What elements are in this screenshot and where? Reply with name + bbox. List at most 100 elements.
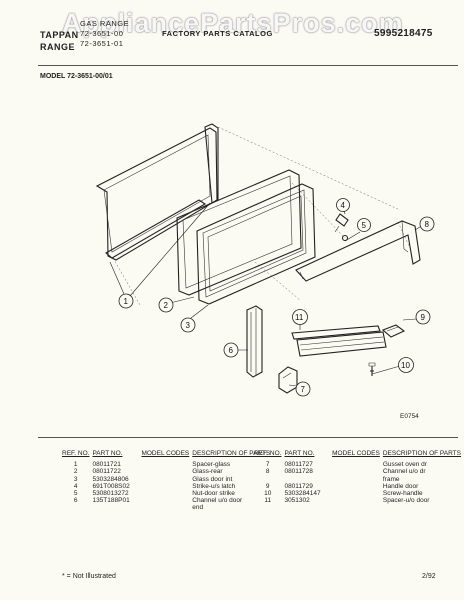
part-no: 08011722 (92, 468, 121, 476)
model-number-2: 72-3651-01 (80, 39, 124, 48)
part-no: 08011721 (92, 461, 121, 469)
svg-text:5: 5 (362, 221, 367, 230)
figure-code: E0754 (400, 413, 419, 420)
table-row: 2 08011722 Glass-rear (62, 468, 273, 475)
handle-door (381, 324, 406, 338)
ref-no: 7 (265, 461, 270, 469)
part-no: 5303284147 (284, 490, 321, 498)
col-desc-header: DESCRIPTION OF PARTS (382, 450, 461, 457)
channel-door-frame (295, 220, 421, 282)
catalog-part-number: 5995218475 (374, 28, 433, 39)
callout-7: 7 (295, 381, 311, 397)
callout-11: 11 (292, 309, 308, 325)
callout-4: 4 (336, 198, 350, 212)
ref-no: 3 (73, 475, 78, 483)
part-no: 08011729 (284, 482, 313, 490)
ref-no: 5 (73, 490, 78, 498)
col-part-header: PART NO. (92, 450, 123, 457)
channel-door-end (246, 305, 263, 378)
part-no (92, 504, 141, 511)
part-no: 08011727 (284, 461, 313, 469)
callout-1: 1 (118, 293, 134, 309)
part-description: Screw-handle (382, 490, 423, 498)
ref-no: 9 (265, 482, 270, 490)
callout-3: 3 (180, 317, 196, 333)
table-row: 4 691T008S02 Strike-u/s latch (62, 483, 273, 490)
parts-table-right: REF. NO. PART NO. MODEL CODES DESCRIPTIO… (254, 450, 464, 504)
col-model-header: MODEL CODES (332, 450, 380, 457)
exploded-parts-diagram: 1 2 3 4 5 8 11 9 10 6 7 (95, 123, 435, 397)
part-no: 5303284806 (92, 475, 129, 483)
callout-9: 9 (415, 309, 431, 325)
col-model-header: MODEL CODES (141, 450, 190, 457)
watermark: AppliancePartsPros.com (62, 8, 404, 38)
table-row: 3 5303284806 Glass door int (62, 476, 273, 483)
part-description: Channel u/o dr (382, 468, 426, 476)
spacer-u-o-door (291, 325, 387, 357)
callout-2: 2 (158, 297, 174, 313)
ref-no: 8 (265, 468, 270, 476)
gusset-oven-door (278, 366, 298, 394)
footnote: * = Not Illustrated (62, 573, 116, 580)
part-description: Glass-rear (192, 468, 223, 476)
part-description: Nut-door strike (192, 490, 235, 498)
part-no: 135T188P01 (92, 497, 130, 505)
ref-no (62, 504, 92, 511)
svg-text:1: 1 (124, 297, 129, 306)
ref-no: 10 (264, 490, 272, 498)
ref-no: 11 (264, 497, 272, 505)
svg-text:11: 11 (295, 313, 304, 322)
ref-no: 2 (73, 468, 78, 476)
table-row: frame (254, 476, 464, 483)
part-description: Strike-u/s latch (192, 482, 236, 490)
catalog-title: FACTORY PARTS CATALOG (162, 29, 273, 38)
svg-text:8: 8 (425, 220, 430, 229)
ref-no: 1 (73, 461, 78, 469)
brand-line1: TAPPAN (40, 30, 79, 40)
table-row: 6 135T188P01 Channel u/o door (62, 497, 273, 504)
strike-latch (334, 213, 349, 233)
col-ref-header: REF. NO. (254, 450, 282, 457)
part-no: 3051302 (284, 497, 310, 505)
revision-date: 2/92 (422, 573, 436, 580)
glass-rear (176, 169, 302, 296)
svg-text:4: 4 (341, 201, 346, 210)
svg-text:9: 9 (421, 313, 426, 322)
part-no: 691T008S02 (92, 482, 130, 490)
ref-no: 4 (73, 482, 78, 490)
nut-door-strike (341, 234, 349, 242)
product-type: GAS RANGE (80, 19, 130, 28)
part-description: frame (382, 475, 400, 483)
table-row: 8 08011728 Channel u/o dr (254, 468, 464, 475)
part-description: Handle door (382, 482, 419, 490)
table-row: 1 08011721 Spacer-glass (62, 461, 273, 468)
part-description: end (192, 504, 204, 512)
table-header-row: REF. NO. PART NO. MODEL CODES DESCRIPTIO… (254, 450, 464, 461)
ref-no: 6 (73, 497, 78, 505)
parts-table-left: REF. NO. PART NO. MODEL CODES DESCRIPTIO… (62, 450, 273, 512)
svg-text:2: 2 (164, 301, 169, 310)
part-no (284, 476, 332, 483)
screw-handle (368, 362, 376, 376)
ref-no (254, 476, 284, 483)
part-no: 5308013272 (92, 490, 129, 498)
part-description: Channel u/o door (192, 497, 243, 505)
col-ref-header: REF. NO. (62, 450, 90, 457)
part-no: 08011728 (284, 468, 313, 476)
callout-5: 5 (357, 218, 371, 232)
svg-text:3: 3 (186, 321, 191, 330)
table-row: end (62, 504, 273, 511)
col-part-header: PART NO. (284, 450, 315, 457)
header-divider (38, 65, 458, 66)
table-divider (38, 437, 458, 438)
spacer-glass-frame (95, 123, 219, 261)
model-label: MODEL 72-3651-00/01 (40, 73, 113, 80)
table-header-row: REF. NO. PART NO. MODEL CODES DESCRIPTIO… (62, 450, 273, 461)
part-description: Spacer-glass (192, 461, 231, 469)
part-description: Glass door int (192, 475, 233, 483)
svg-text:6: 6 (229, 346, 234, 355)
svg-text:7: 7 (301, 385, 306, 394)
callout-6: 6 (223, 342, 239, 358)
